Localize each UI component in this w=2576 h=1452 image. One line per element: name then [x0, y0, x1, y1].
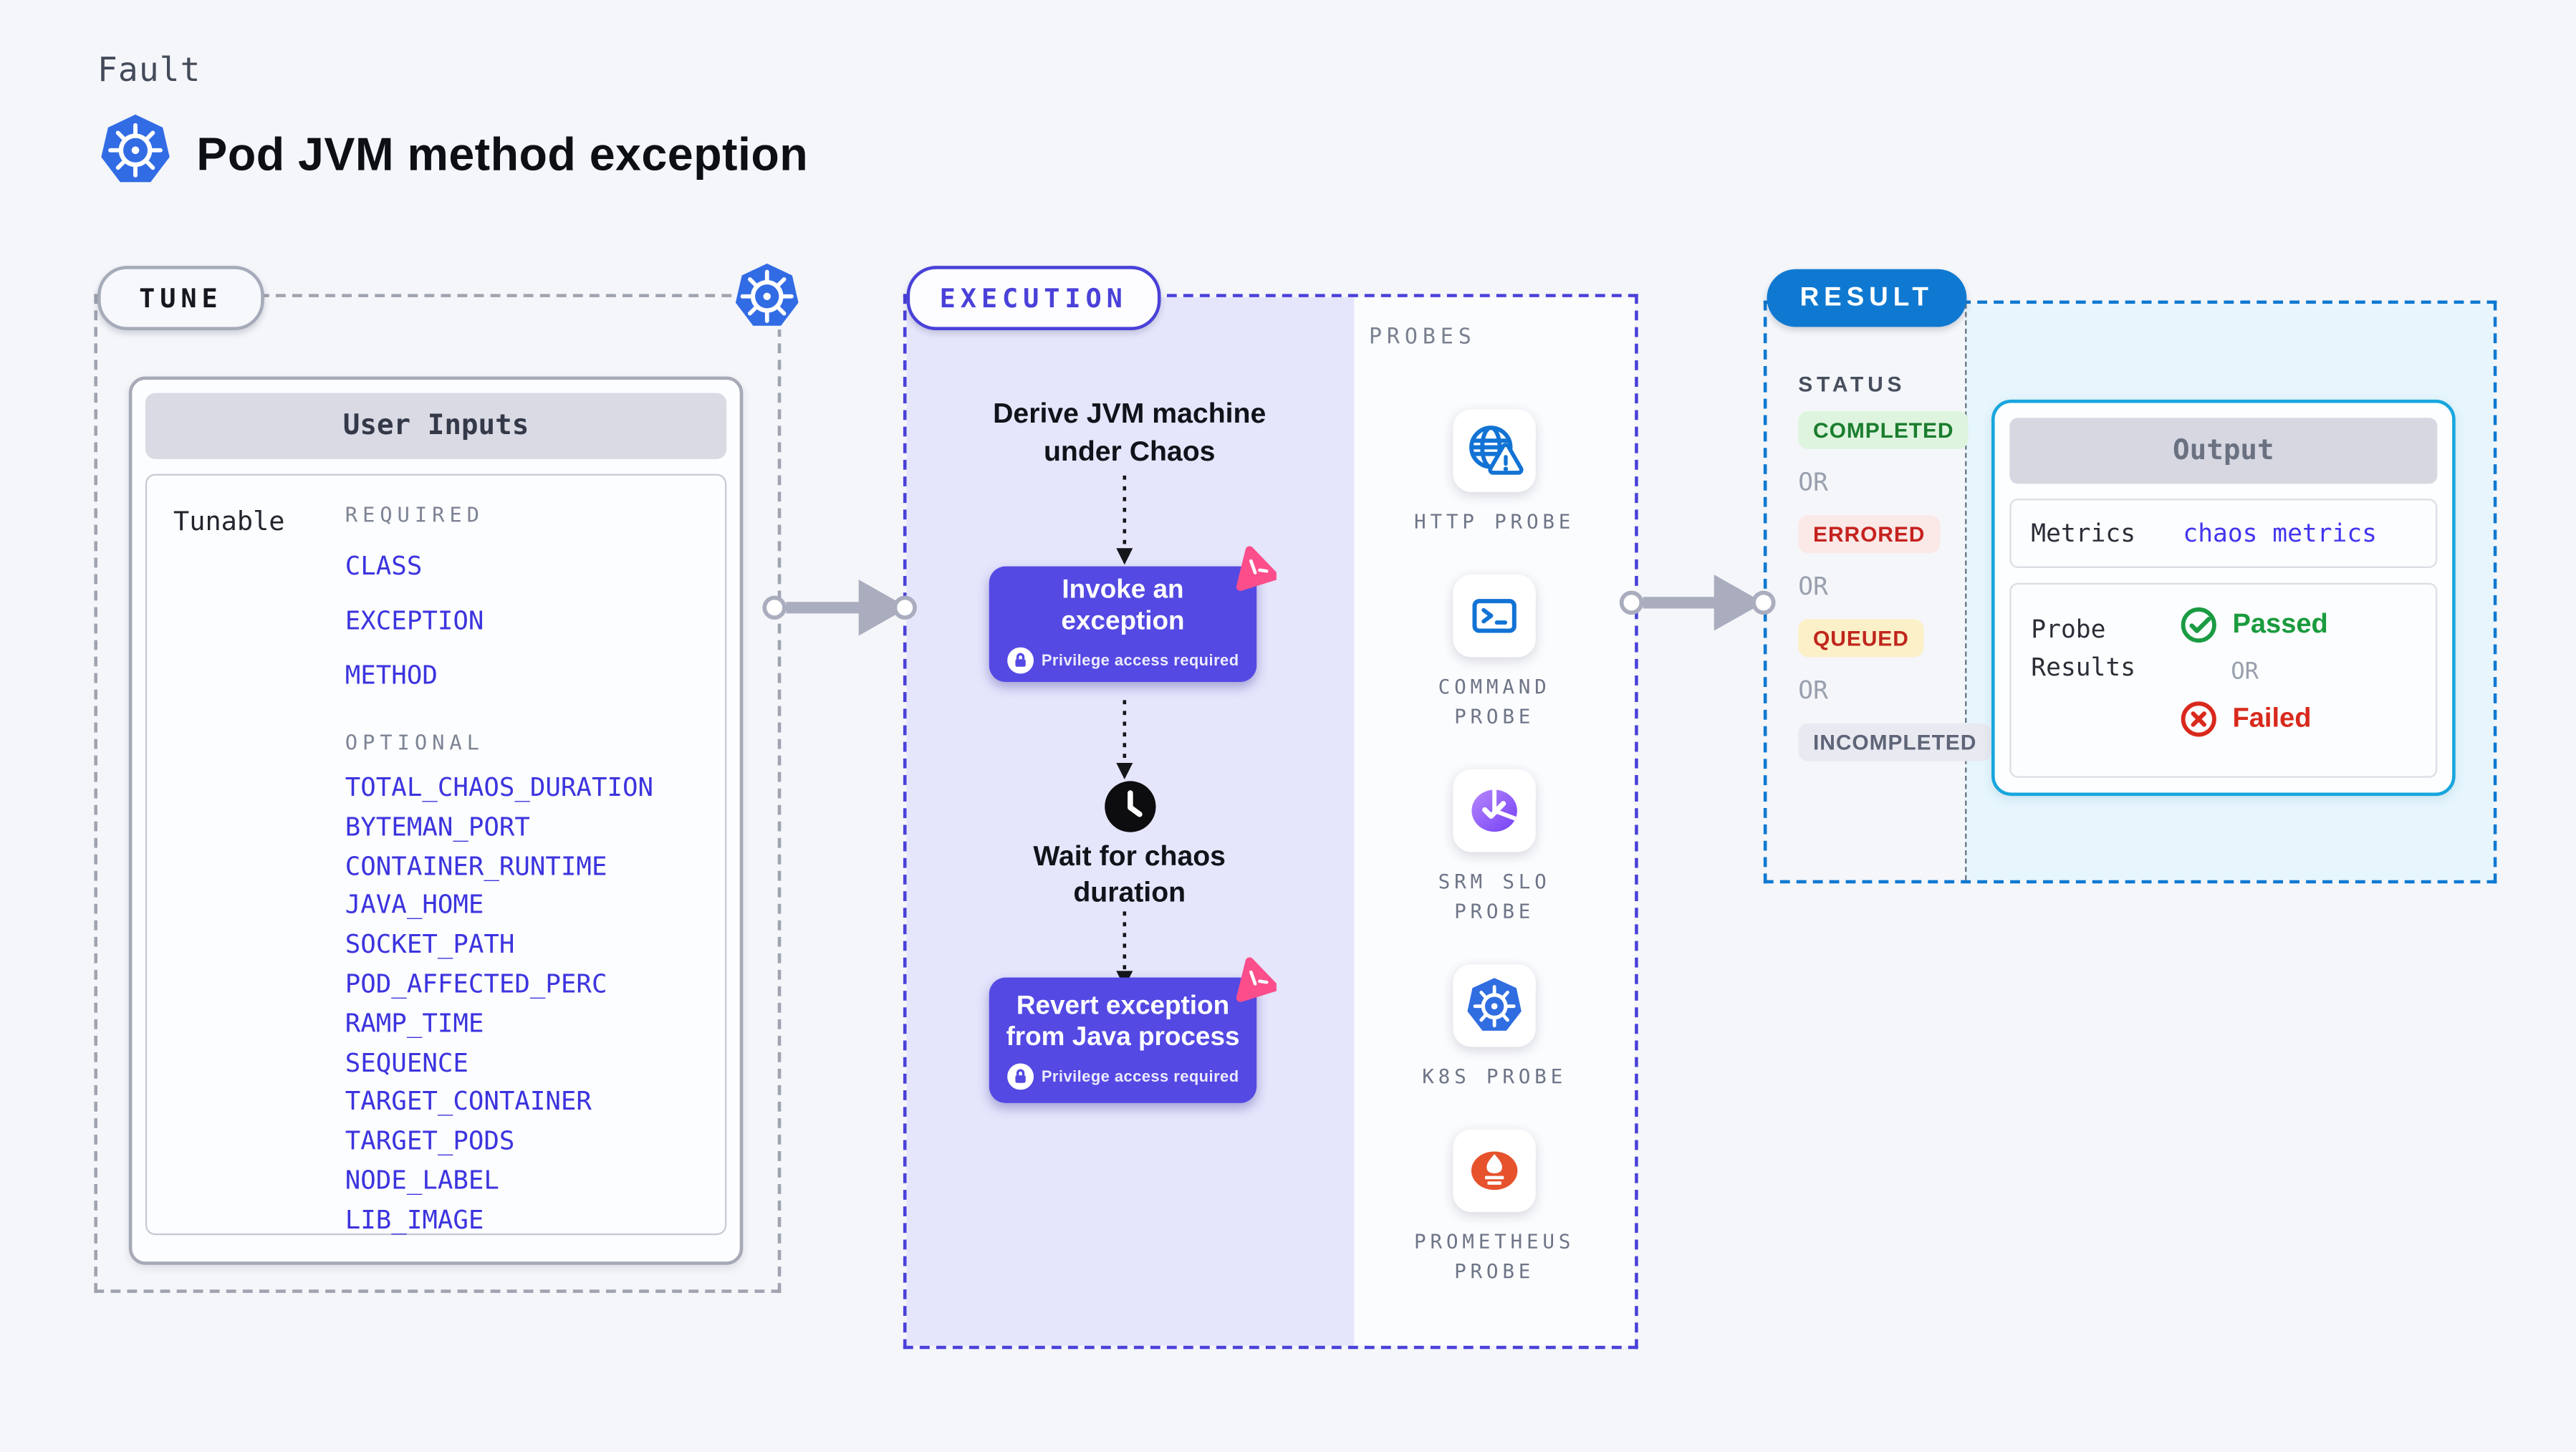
input-item: POD_AFFECTED_PERC [345, 969, 607, 999]
probe-item: SRM SLO PROBE [1390, 769, 1598, 928]
or-label: OR [1798, 571, 1828, 602]
input-item: TARGET_PODS [345, 1126, 515, 1156]
probe-label: HTTP PROBE [1414, 510, 1575, 534]
tune-badge: TUNE [97, 266, 264, 331]
user-inputs-card: User Inputs Tunable REQUIRED CLASS EXCEP… [128, 376, 744, 1265]
arrow-tune-to-execution [762, 580, 917, 636]
chaos-icon [1230, 956, 1279, 1011]
input-item: BYTEMAN_PORT [345, 812, 530, 842]
fault-kicker: Fault [97, 49, 201, 90]
terminal-icon [1453, 574, 1536, 657]
status-badge: INCOMPLETED [1798, 723, 1992, 761]
metrics-row: Metrics chaos metrics [2009, 499, 2438, 568]
or-label: OR [1798, 675, 1828, 706]
status-column: COMPLETED OR ERRORED OR QUEUED OR INCOMP… [1798, 410, 1992, 761]
input-item: NODE_LABEL [345, 1165, 499, 1196]
revert-exception-node: Revert exception from Java process Privi… [989, 957, 1279, 1103]
execution-flow-panel: Derive JVM machine under Chaos Invoke an [906, 297, 1355, 1346]
check-circle-icon [2181, 607, 2216, 643]
derive-step-label: Derive JVM machine under Chaos [993, 398, 1267, 468]
invoke-exception-node: Invoke an exception Privilege access req… [989, 546, 1279, 683]
probe-label: PROMETHEUS PROBE [1414, 1229, 1575, 1284]
input-item: METHOD [345, 660, 438, 691]
tune-section-box [94, 294, 782, 1293]
input-item: EXCEPTION [345, 605, 484, 636]
output-card: Output Metrics chaos metrics Probe Resul… [1991, 399, 2456, 797]
tunable-label: Tunable [173, 505, 285, 537]
lock-icon [1006, 648, 1034, 674]
probe-item: HTTP PROBE [1414, 409, 1575, 538]
status-badge: ERRORED [1798, 515, 1941, 554]
privilege-note: Privilege access required [1041, 651, 1239, 670]
probe-item: COMMAND PROBE [1390, 574, 1598, 733]
probes-panel: PROBES [1354, 297, 1635, 1346]
execution-section-box: Derive JVM machine under Chaos Invoke an [903, 294, 1638, 1350]
result-section-box: STATUS COMPLETED OR ERRORED OR QUEUED OR… [1763, 300, 2497, 884]
probe-label: COMMAND PROBE [1438, 674, 1551, 729]
kubernetes-icon [1453, 964, 1536, 1047]
arrow-execution-to-result [1619, 574, 1776, 631]
probe-results-row: Probe Results Passed OR [2009, 582, 2438, 778]
metrics-label: Metrics [2031, 518, 2136, 549]
x-circle-icon [2181, 701, 2216, 737]
input-item: LIB_IMAGE [345, 1205, 484, 1235]
probe-item: PROMETHEUS PROBE [1390, 1128, 1598, 1288]
privilege-row: Privilege access required [1006, 1063, 1239, 1090]
invoke-exception-label: Invoke an exception [1061, 576, 1185, 636]
probe-label: K8S PROBE [1422, 1064, 1567, 1089]
input-item: CLASS [345, 551, 423, 582]
chaos-icon [1230, 545, 1279, 600]
dotted-arrow-down [1116, 700, 1133, 780]
kubernetes-icon [730, 259, 804, 342]
privilege-row: Privilege access required [1006, 648, 1239, 674]
input-item: CONTAINER_RUNTIME [345, 851, 607, 882]
failed-row: Failed [2180, 700, 2312, 738]
optional-label: OPTIONAL [345, 729, 484, 755]
status-label: STATUS [1798, 371, 1906, 397]
probe-item: K8S PROBE [1422, 964, 1567, 1092]
wait-step-label: Wait for chaos duration [1033, 840, 1226, 909]
execution-badge: EXECUTION [906, 266, 1160, 331]
passed-label: Passed [2232, 609, 2328, 640]
required-label: REQUIRED [345, 501, 484, 527]
failed-label: Failed [2232, 703, 2312, 734]
globe-warning-icon [1453, 409, 1536, 492]
revert-exception-label: Revert exception from Java process [1006, 991, 1240, 1052]
privilege-note: Privilege access required [1041, 1067, 1239, 1087]
probe-results-label: Probe Results [2031, 614, 2136, 681]
metrics-value: chaos metrics [2183, 518, 2378, 549]
kubernetes-icon [97, 112, 173, 197]
user-inputs-header: User Inputs [145, 393, 727, 459]
output-header: Output [2009, 418, 2438, 484]
page-title-row: Pod JVM method exception [97, 112, 808, 197]
result-badge: RESULT [1767, 269, 1966, 327]
probes-label: PROBES [1368, 325, 1476, 350]
input-item: SEQUENCE [345, 1047, 468, 1078]
page-title: Pod JVM method exception [196, 128, 809, 180]
input-item: JAVA_HOME [345, 890, 484, 920]
passed-row: Passed [2180, 606, 2328, 644]
dotted-arrow-down [1116, 475, 1133, 565]
input-item: TOTAL_CHAOS_DURATION [345, 772, 654, 803]
status-badge: QUEUED [1798, 619, 1924, 658]
or-label: OR [2231, 658, 2259, 686]
result-divider [1965, 304, 1967, 880]
prometheus-flame-icon [1453, 1128, 1536, 1211]
input-item: RAMP_TIME [345, 1008, 484, 1039]
or-label: OR [1798, 467, 1828, 497]
input-item: SOCKET_PATH [345, 930, 515, 960]
clock-icon [1103, 779, 1158, 842]
status-badge: COMPLETED [1798, 410, 1969, 449]
input-item: TARGET_CONTAINER [345, 1087, 592, 1117]
lock-icon [1006, 1063, 1034, 1090]
probe-label: SRM SLO PROBE [1438, 870, 1551, 924]
user-inputs-list: Tunable REQUIRED CLASS EXCEPTION METHOD … [145, 473, 727, 1236]
slo-donut-check-icon [1453, 769, 1536, 852]
